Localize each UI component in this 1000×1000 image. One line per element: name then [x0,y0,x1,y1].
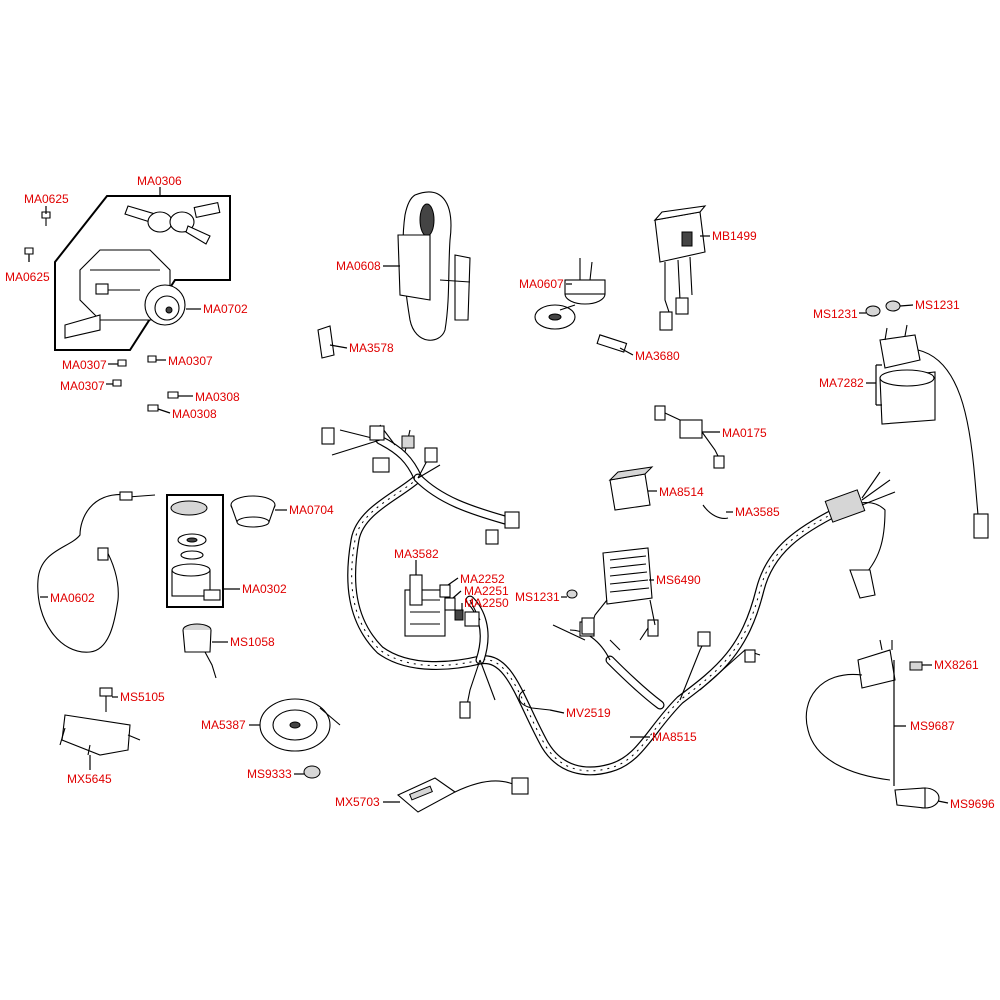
label-ma2252: MA2252 [460,572,505,586]
label-ms5105: MS5105 [120,690,165,704]
label-ms9333: MS9333 [247,767,292,781]
ignition-lock-assembly [54,195,231,351]
label-ma5387: MA5387 [201,718,246,732]
label-ms6490: MS6490 [656,573,701,587]
label-ma0308-a: MA0308 [195,390,240,404]
label-ma3578: MA3578 [349,341,394,355]
ignition-switch-and-fuse [534,258,628,353]
label-mv2519: MV2519 [566,706,611,720]
voltage-regulator [552,547,656,641]
label-ma0307-a: MA0307 [62,358,107,372]
leader-lines [28,187,949,804]
label-ms1058: MS1058 [230,635,275,649]
label-ms1231-a: MS1231 [813,307,858,321]
label-mb1499: MB1499 [712,229,757,243]
label-ma0307-c: MA0307 [60,379,105,393]
control-cable [37,491,156,653]
label-ma8514: MA8514 [659,485,704,499]
label-ma0625-b: MA0625 [5,270,50,284]
starter-relay [865,300,989,539]
label-ms9696: MS9696 [950,797,995,811]
label-ma0704: MA0704 [289,503,334,517]
label-ma2251: MA2251 [464,584,509,598]
main-wiring-harness [321,424,896,776]
cable-strap [518,689,551,711]
bracket-assembly [59,687,141,756]
ms1058-part [182,623,217,679]
label-ma0608: MA0608 [336,259,381,273]
label-ma0175: MA0175 [722,426,767,440]
label-ma3585: MA3585 [735,505,780,519]
part-labels: MA0625 MA0306 MA0625 MA0702 MA0307 MA030… [5,174,995,811]
relay-and-clamp [608,466,729,519]
label-ma0302: MA0302 [242,582,287,596]
handlebar-switch [317,191,471,359]
label-ma0307-b: MA0307 [168,354,213,368]
label-ma0306: MA0306 [137,174,182,188]
label-ma3582: MA3582 [394,547,439,561]
label-mx8261: MX8261 [934,658,979,672]
label-ma0625-a: MA0625 [24,192,69,206]
mx5703-module [396,777,529,813]
label-mx5703: MX5703 [335,795,380,809]
label-mx5645: MX5645 [67,772,112,786]
label-ma0602: MA0602 [50,591,95,605]
fuse-holder [654,405,725,469]
label-ms1231-c: MS1231 [515,590,560,604]
label-ma0607: MA0607 [519,277,564,291]
label-ms9687: MS9687 [910,719,955,733]
horn [259,698,341,779]
label-ma3680: MA3680 [635,349,680,363]
speedometer-cable-group [805,639,940,809]
label-ma7282: MA7282 [819,376,864,390]
label-ma8515: MA8515 [652,730,697,744]
cdi-unit [653,205,707,331]
screws-group [24,211,179,412]
socket-group [166,494,276,608]
label-ms1231-b: MS1231 [915,298,960,312]
label-ma0308-b: MA0308 [172,407,217,421]
label-ma0702: MA0702 [203,302,248,316]
label-ma2250: MA2250 [464,596,509,610]
